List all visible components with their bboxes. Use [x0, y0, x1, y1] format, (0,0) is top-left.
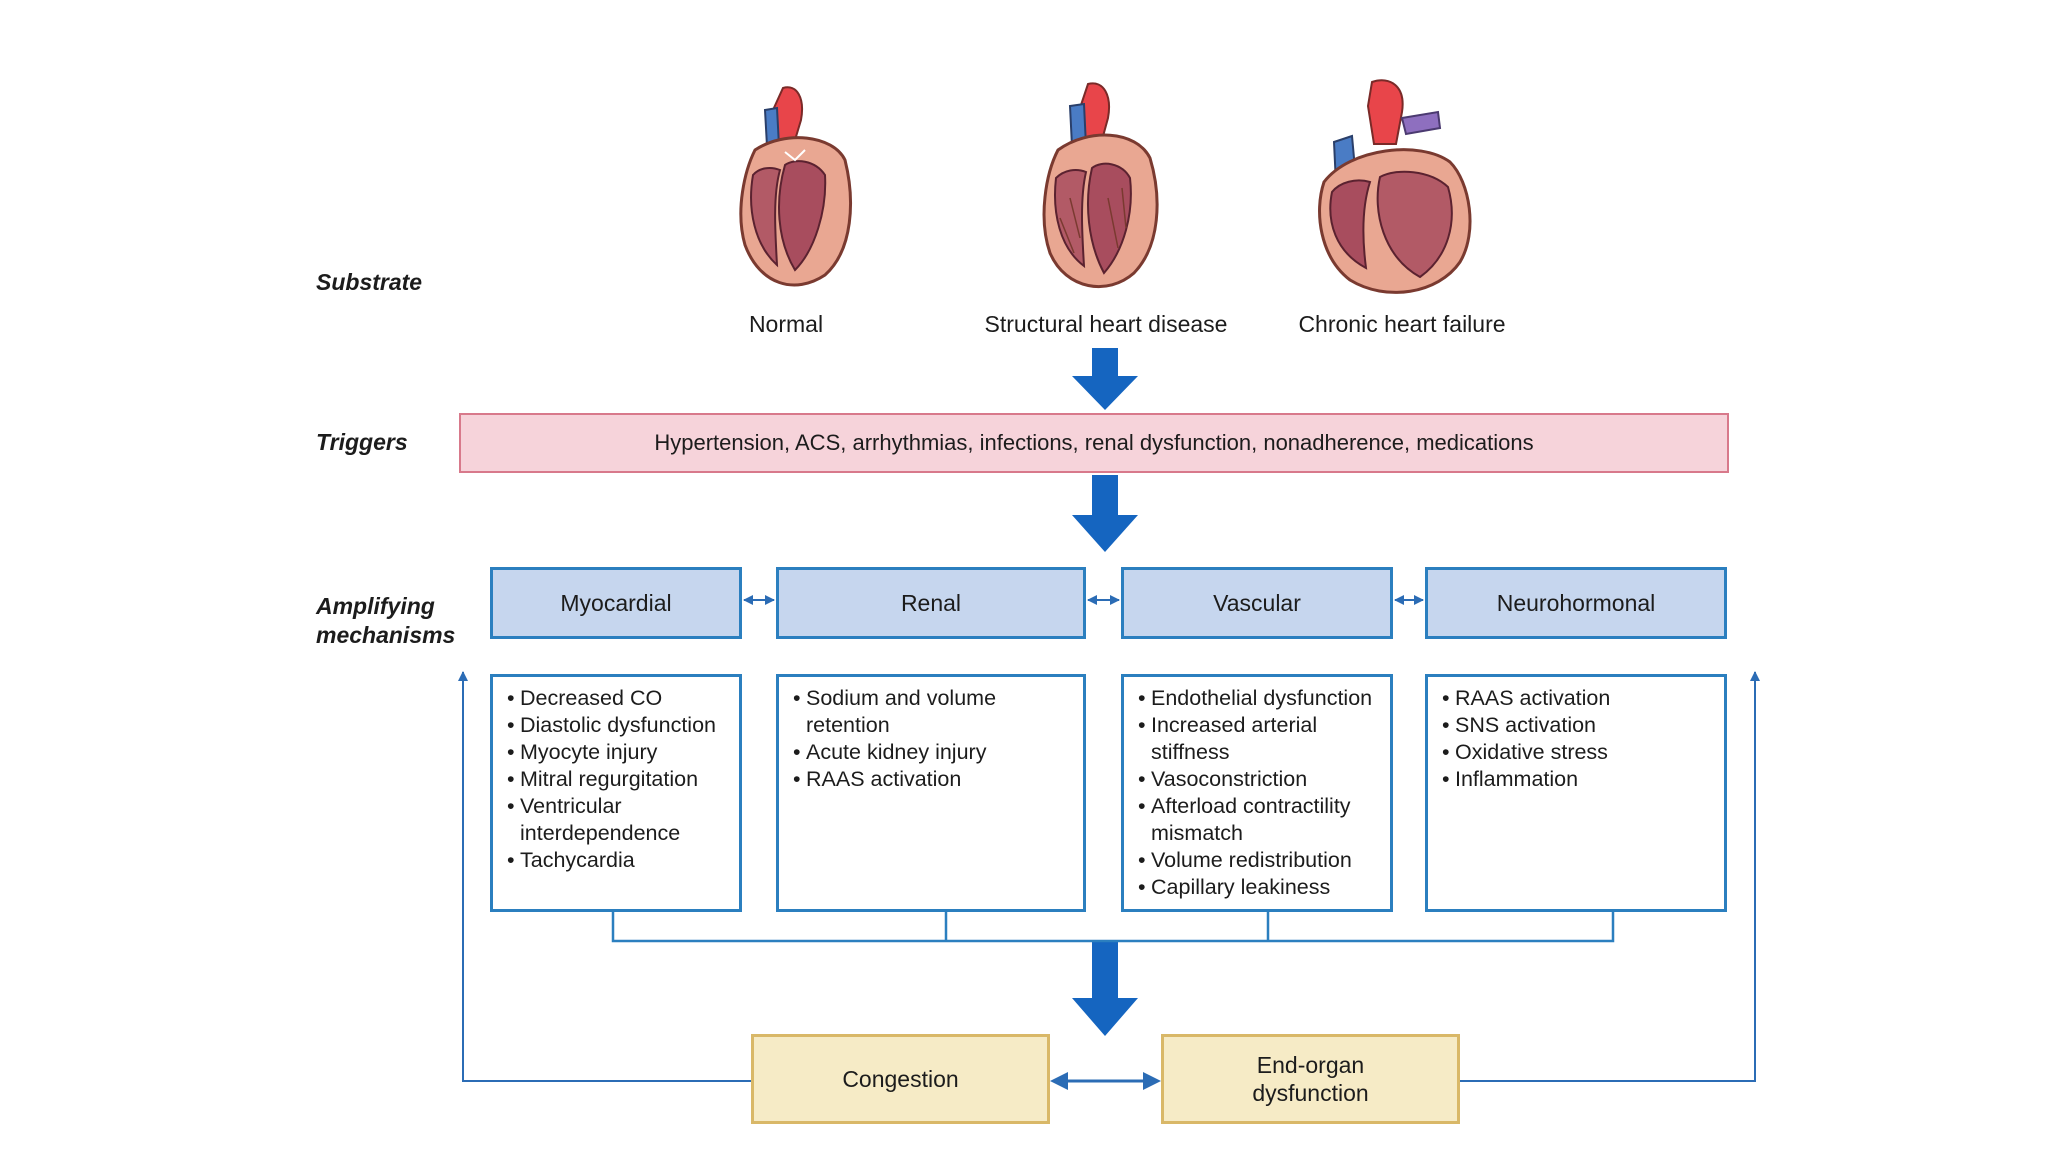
- down-arrow-mechanisms-to-outcomes: [1072, 942, 1138, 1036]
- chronic-heart-failure-caption: Chronic heart failure: [1298, 311, 1506, 337]
- list-item: Endothelial dysfunction: [1138, 685, 1380, 712]
- congestion-box: Congestion: [751, 1034, 1050, 1124]
- triggers-box: Hypertension, ACS, arrhythmias, infectio…: [459, 413, 1729, 473]
- list-item: Acute kidney injury: [793, 739, 1073, 766]
- end-organ-dysfunction-box: End-organ dysfunction: [1161, 1034, 1460, 1124]
- list-item: Diastolic dysfunction: [507, 712, 729, 739]
- down-arrow-triggers-to-mechanisms: [1072, 475, 1138, 552]
- feedback-arrow-left: [458, 671, 751, 1082]
- renal-header: Renal: [776, 567, 1086, 639]
- list-item: Capillary leakiness: [1138, 874, 1380, 901]
- list-item: Vasoconstriction: [1138, 766, 1380, 793]
- down-arrow-substrate-to-triggers: [1072, 348, 1138, 410]
- triggers-text: Hypertension, ACS, arrhythmias, infectio…: [654, 430, 1534, 455]
- triggers-label: Triggers: [316, 429, 408, 455]
- neurohormonal-list: RAAS activation SNS activation Oxidative…: [1425, 674, 1727, 912]
- list-item: Sodium and volume retention: [793, 685, 1073, 739]
- failing-heart-icon: [1318, 79, 1472, 294]
- normal-heart-icon: [739, 86, 852, 287]
- list-item: Oxidative stress: [1442, 739, 1714, 766]
- list-item: SNS activation: [1442, 712, 1714, 739]
- vascular-list: Endothelial dysfunction Increased arteri…: [1121, 674, 1393, 912]
- list-item: Tachycardia: [507, 847, 729, 874]
- list-item: Myocyte injury: [507, 739, 729, 766]
- list-item: RAAS activation: [793, 766, 1073, 793]
- structural-heart-disease-caption: Structural heart disease: [984, 311, 1228, 337]
- list-item: Afterload contractility mismatch: [1138, 793, 1380, 847]
- mechanism-merge-bracket: [611, 912, 1615, 943]
- list-item: Decreased CO: [507, 685, 729, 712]
- list-item: Volume redistribution: [1138, 847, 1380, 874]
- list-item: Increased arterial stiffness: [1138, 712, 1380, 766]
- neurohormonal-header: Neurohormonal: [1425, 567, 1727, 639]
- feedback-arrow-right: [1460, 671, 1760, 1082]
- substrate-label: Substrate: [316, 269, 423, 295]
- list-item: RAAS activation: [1442, 685, 1714, 712]
- normal-caption: Normal: [748, 311, 824, 337]
- list-item: Ventricular interdependence: [507, 793, 729, 847]
- list-item: Mitral regurgitation: [507, 766, 729, 793]
- structural-heart-icon: [1042, 82, 1159, 288]
- myocardial-header: Myocardial: [490, 567, 742, 639]
- amplifying-mechanisms-label: Amplifying mechanisms: [316, 593, 456, 648]
- myocardial-list: Decreased CO Diastolic dysfunction Myocy…: [490, 674, 742, 912]
- list-item: Inflammation: [1442, 766, 1714, 793]
- vascular-header: Vascular: [1121, 567, 1393, 639]
- renal-list: Sodium and volume retention Acute kidney…: [776, 674, 1086, 912]
